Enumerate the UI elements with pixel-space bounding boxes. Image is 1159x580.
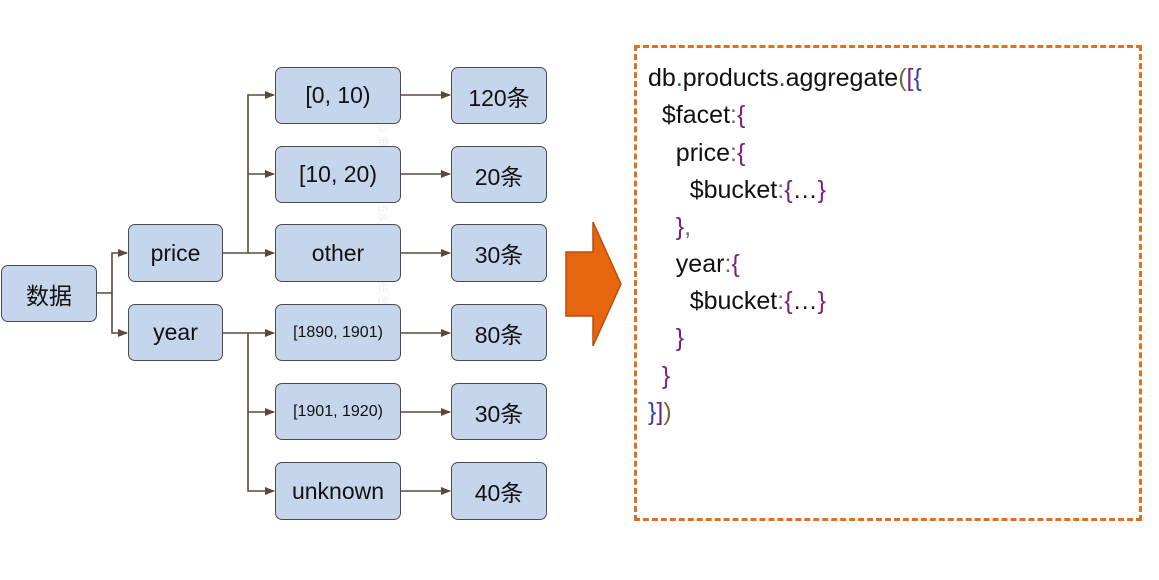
code-line: } xyxy=(648,361,670,391)
field-node-price: price xyxy=(128,224,223,282)
code-brace: { xyxy=(784,287,793,315)
count-label: 30条 xyxy=(474,400,524,427)
count-label: 80条 xyxy=(474,321,524,348)
code-line: $facet:{ xyxy=(661,101,746,129)
code-token: products xyxy=(682,64,779,92)
code-line: }, xyxy=(675,213,692,241)
count-node: 40条 xyxy=(451,462,547,520)
count-node: 30条 xyxy=(451,383,547,440)
field-label: price xyxy=(150,239,201,266)
connector-year-bucket-1 xyxy=(247,333,275,495)
code-brace: } xyxy=(817,176,826,204)
field-label: year xyxy=(153,319,198,345)
code-line: } xyxy=(648,323,684,353)
code-brace: { xyxy=(736,101,746,129)
code-line: $bucket:{…} xyxy=(689,176,826,204)
bucket-label: [1901, 1920) xyxy=(293,402,383,420)
code-brace: } xyxy=(675,324,685,352)
bucket-node: [10, 20) xyxy=(275,146,401,203)
code-panel xyxy=(634,45,1142,521)
root-label: 数据 xyxy=(26,282,72,309)
count-label: 40条 xyxy=(474,480,524,506)
bucket-label: other xyxy=(311,239,365,266)
bucket-label: [0, 10) xyxy=(305,82,371,108)
count-label: 120条 xyxy=(468,84,530,111)
code-token: $bucket xyxy=(689,287,778,315)
bucket-node: other xyxy=(275,224,401,282)
count-label: 20条 xyxy=(474,163,524,190)
code-token: $bucket xyxy=(689,176,778,204)
code-token: aggregate xyxy=(785,64,899,92)
count-node: 20条 xyxy=(451,146,547,203)
code-brace: } xyxy=(817,287,826,315)
connector-root-year xyxy=(111,293,128,337)
bucket-node: [1901, 1920) xyxy=(275,383,401,440)
code-line: price:{ xyxy=(675,139,746,167)
bucket-label: unknown xyxy=(291,477,385,504)
code-token: $facet xyxy=(661,101,731,129)
code-token: price xyxy=(675,139,730,167)
field-node-year: year xyxy=(128,304,223,361)
code-brace: } xyxy=(648,398,657,426)
code-brace: { xyxy=(913,64,922,92)
code-brace: { xyxy=(784,176,793,204)
count-node: 30条 xyxy=(451,224,547,282)
count-label: 30条 xyxy=(474,242,524,268)
code-bracket: [ xyxy=(906,64,914,92)
code-token: year xyxy=(675,250,725,278)
root-node: 数据 xyxy=(1,265,97,322)
code-paren: ) xyxy=(663,398,672,426)
code-bracket: ] xyxy=(656,398,664,426)
code-brace: } xyxy=(675,213,685,241)
bucket-node: [0, 10) xyxy=(275,67,401,124)
code-paren: ( xyxy=(898,64,907,92)
code-line: db.products.aggregate([{ xyxy=(648,64,922,92)
code-brace: } xyxy=(661,362,671,390)
transform-arrow-icon xyxy=(565,221,622,347)
code-line: }]) xyxy=(648,397,672,427)
bucket-label: [10, 20) xyxy=(299,161,377,187)
bucket-label: [1890, 1901) xyxy=(293,323,383,341)
count-node: 80条 xyxy=(451,304,547,361)
code-brace: { xyxy=(736,139,746,167)
code-line: year:{ xyxy=(675,250,740,278)
bucket-node: unknown xyxy=(275,462,401,520)
code-token: db xyxy=(648,64,676,92)
bucket-node: [1890, 1901) xyxy=(275,304,401,361)
count-node: 120条 xyxy=(451,67,547,124)
connector-root-price xyxy=(97,249,128,294)
code-brace: { xyxy=(731,250,740,278)
code-line: $bucket:{…} xyxy=(689,287,826,315)
